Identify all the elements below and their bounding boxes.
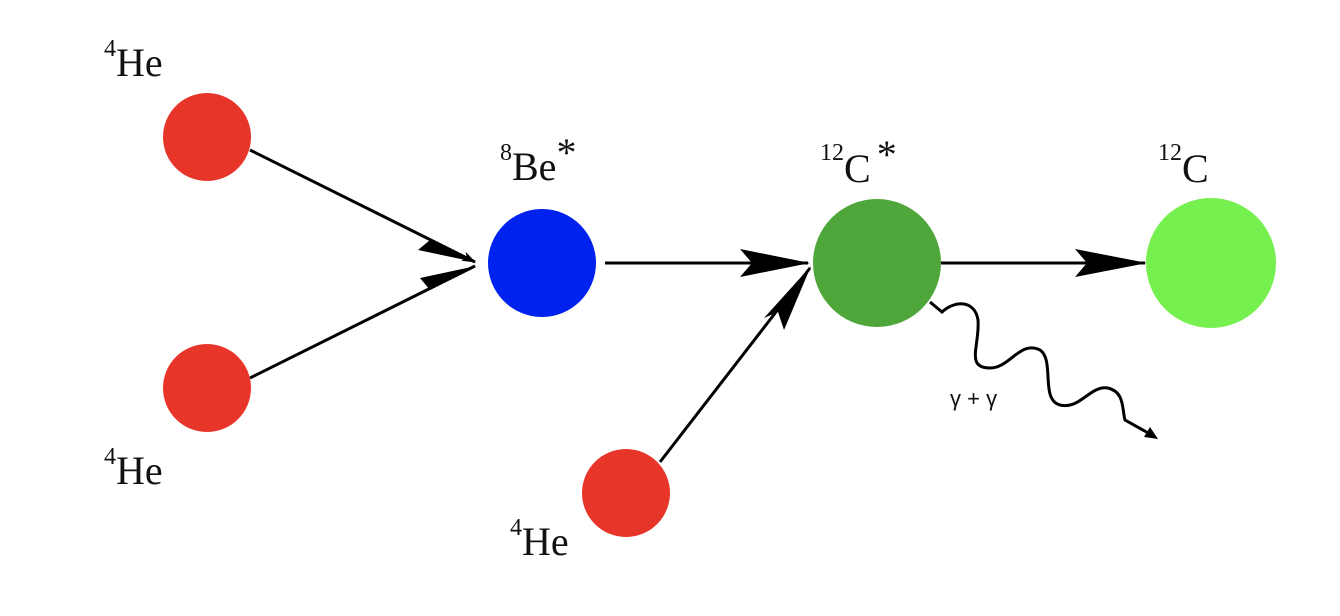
he-third-nucleus [582, 449, 670, 537]
be8-label: 8Be* [500, 130, 576, 189]
arrowhead-icon [420, 266, 476, 290]
arrowhead-icon [418, 240, 475, 262]
he-bottom-label: 4He [104, 444, 163, 493]
c12-excited-nucleus [813, 199, 941, 327]
gamma-label: γ + γ [950, 386, 997, 411]
arrow-he-top-to-be [249, 148, 476, 264]
be8-nucleus [488, 209, 596, 317]
c12-label: 12C [1158, 140, 1209, 191]
he-top-label: 4He [104, 36, 163, 85]
he-third-label: 4He [510, 515, 569, 564]
arrowhead-icon [740, 249, 810, 277]
gamma-arrowhead-icon [1144, 427, 1158, 439]
arrowhead-icon [764, 266, 811, 330]
gamma-emission-wave [929, 300, 1151, 436]
he-bottom-nucleus [163, 344, 251, 432]
arrowhead-icon [1075, 249, 1147, 277]
c12-nucleus [1146, 198, 1276, 328]
c12-excited-label: 12C* [820, 132, 897, 191]
he-top-nucleus [163, 93, 251, 181]
